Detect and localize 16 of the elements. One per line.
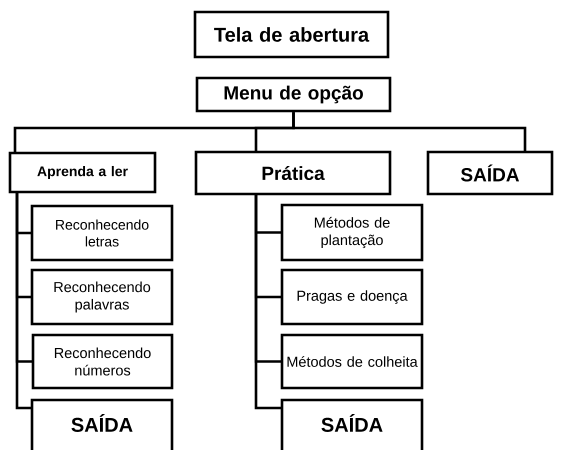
connector-line: [16, 192, 32, 410]
submenu-box: Métodos de plantação: [280, 204, 424, 262]
submenu-box: Reconhecendo letras: [30, 204, 174, 262]
submenu-box: Reconhecendo números: [32, 334, 174, 390]
submenu-box: Reconhecendo palavras: [30, 268, 174, 326]
submenu-box: Pragas e doença: [280, 268, 424, 326]
exit-box: SAÍDA: [280, 398, 424, 450]
menu-option-box: SAÍDA: [426, 150, 554, 196]
menu-option-box: Aprenda a ler: [8, 152, 156, 194]
title-box: Tela de abertura: [194, 10, 390, 58]
submenu-box: Métodos de colheita: [280, 334, 424, 390]
menu-box: Menu de opção: [196, 76, 392, 112]
connector-line: [254, 194, 282, 410]
connector-line: [292, 112, 526, 152]
menu-option-box: Prática: [194, 150, 392, 196]
exit-box: SAÍDA: [30, 398, 174, 450]
